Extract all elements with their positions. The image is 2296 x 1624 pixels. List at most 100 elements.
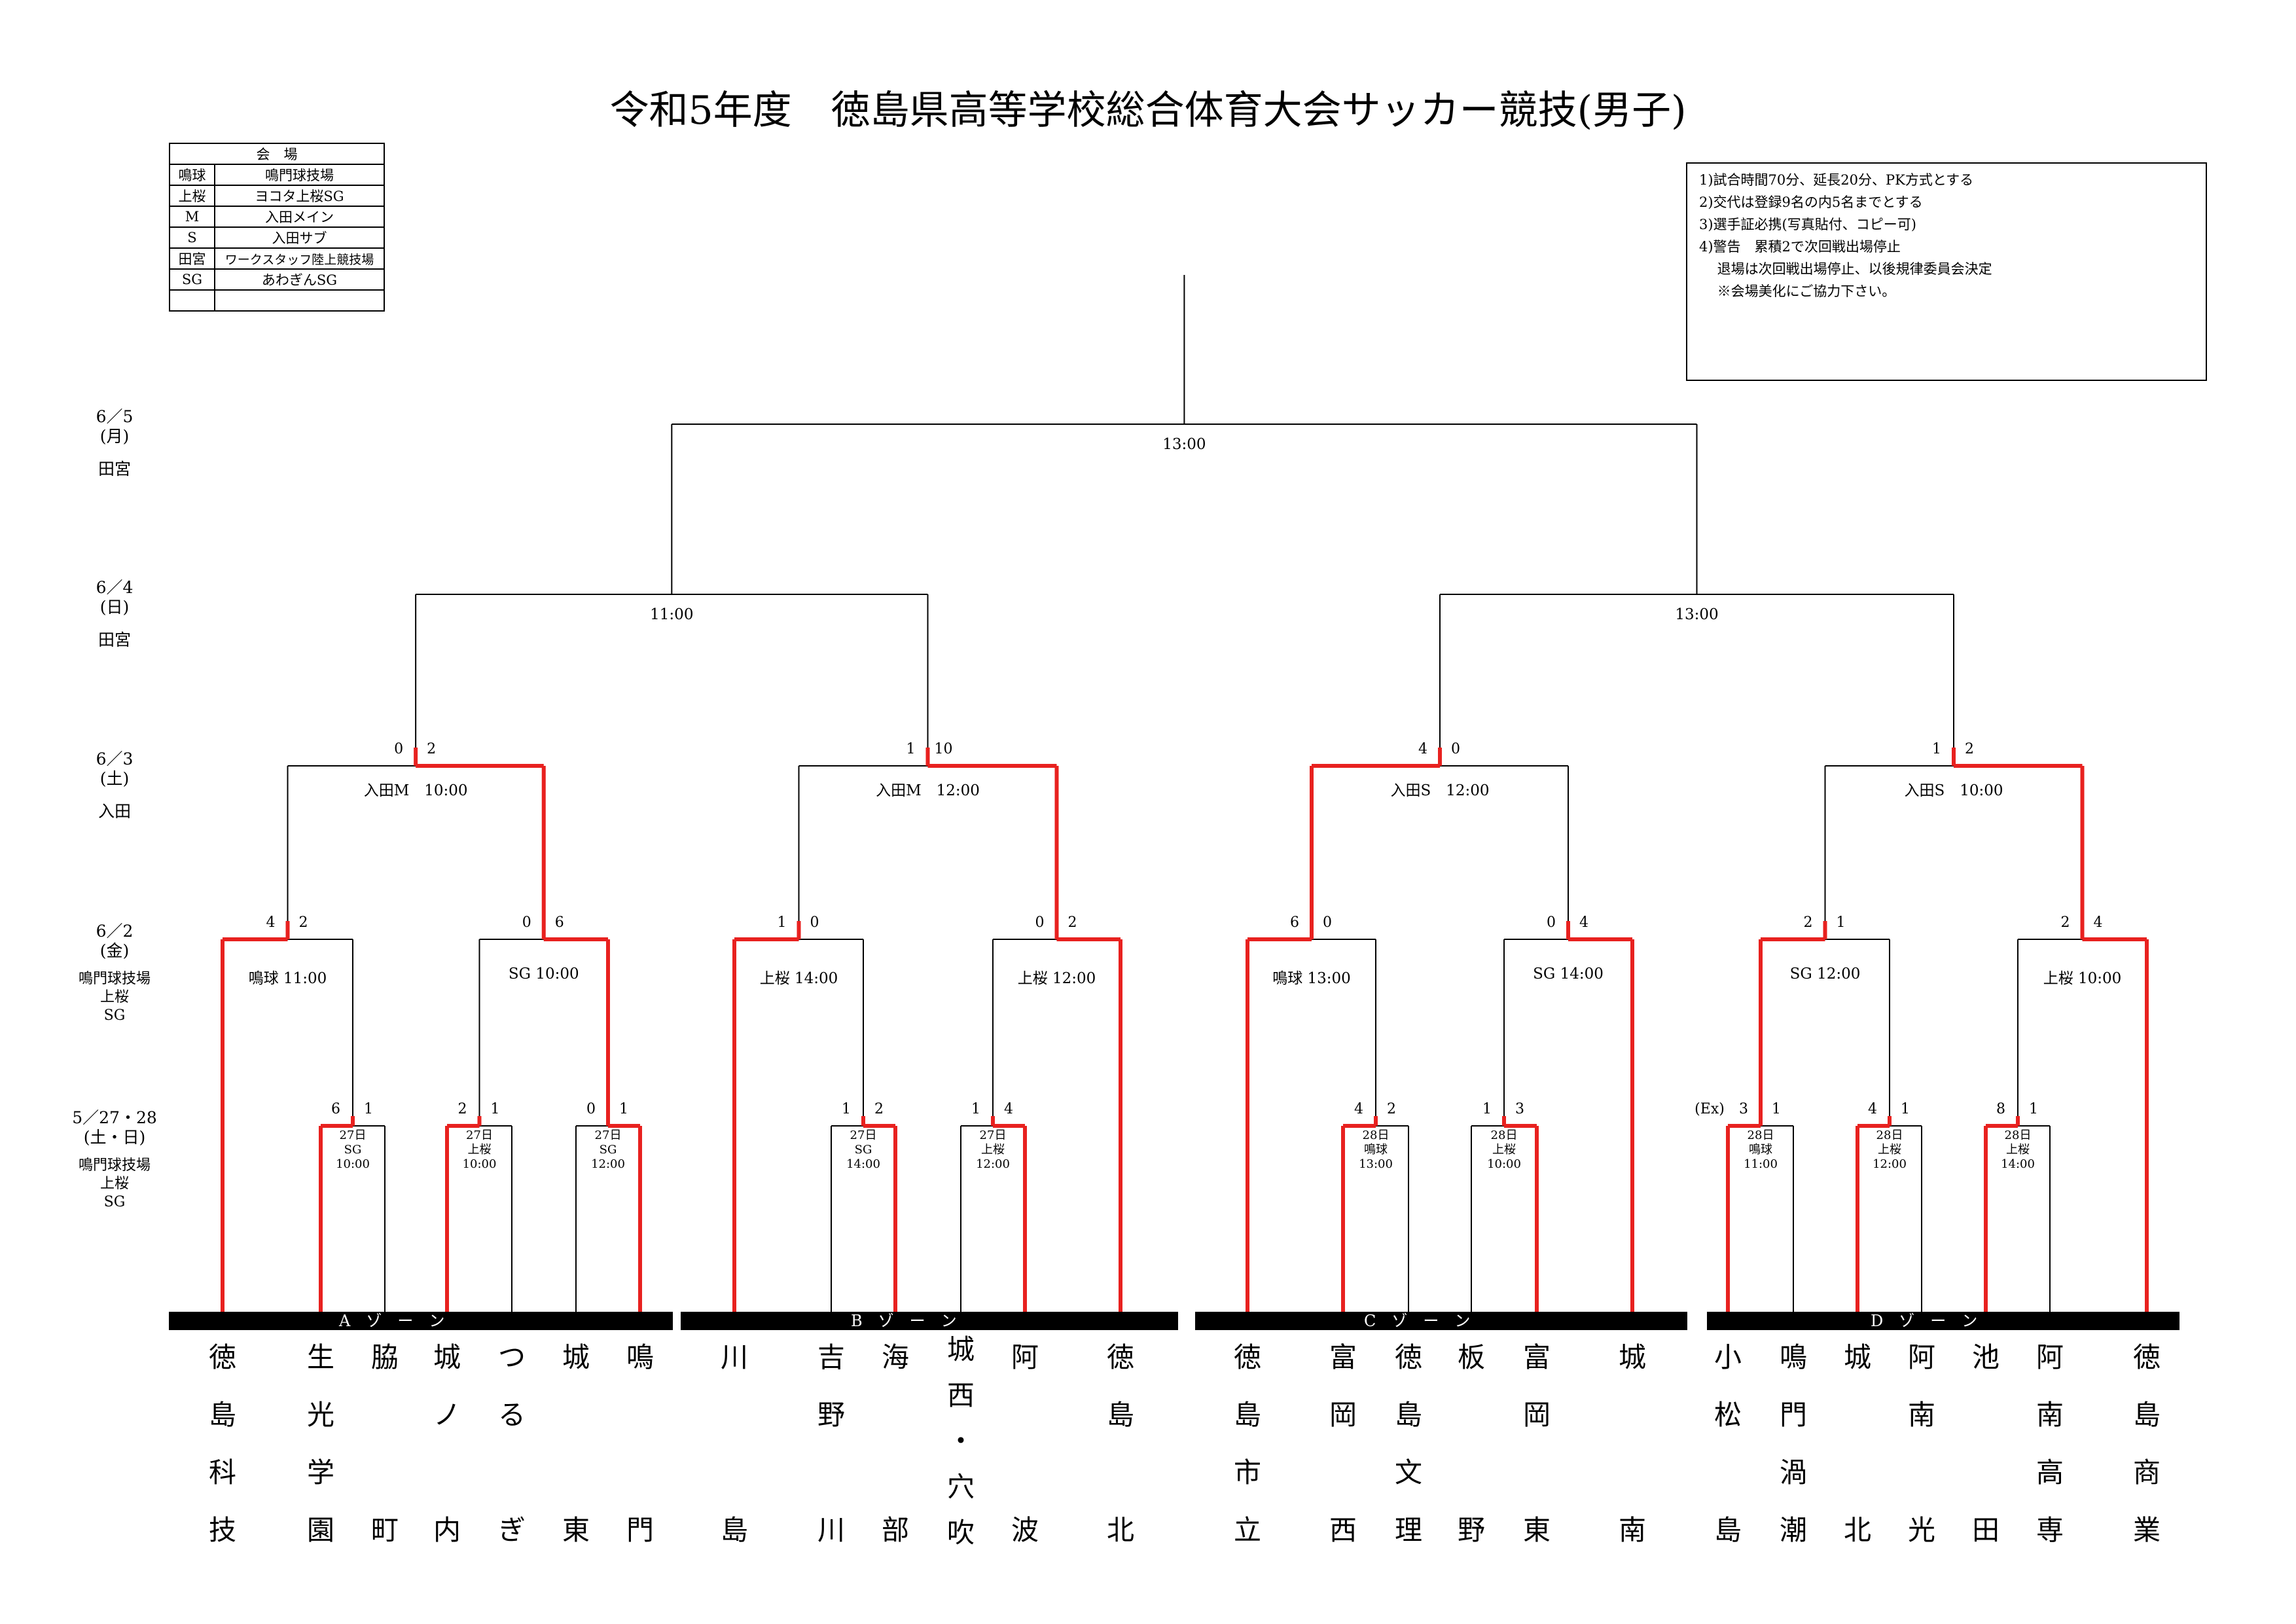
team-name: 阿南高専	[2036, 1341, 2064, 1546]
quarterfinal-match-time: 入田S 10:00	[1904, 782, 2003, 799]
round1-day: 28日	[1747, 1128, 1774, 1142]
team-name: 阿南光	[1907, 1341, 1935, 1546]
round-semifinal-date: 6／4(日) 田宮	[96, 578, 134, 649]
extra-time-note: (Ex)	[1695, 1101, 1725, 1117]
round1-venue: SG	[344, 1143, 362, 1157]
note-line: 退場は次回戦出場停止、以後規律委員会決定	[1699, 261, 1992, 277]
round2-match-time: 鳴球 13:00	[1272, 970, 1351, 987]
score-left: 6	[1290, 914, 1299, 931]
score-left: 2	[2060, 914, 2070, 931]
round1-venue: 上桜	[1492, 1143, 1516, 1157]
team-name: 徳島科技	[208, 1341, 236, 1546]
team-name: 城ノ内	[433, 1341, 461, 1546]
round2-match-time: SG 12:00	[1789, 965, 1861, 983]
score-left: 3	[1739, 1101, 1748, 1117]
score-right: 2	[1067, 914, 1077, 931]
final-match-time: 13:00	[1162, 436, 1206, 453]
round2-date: 6／2(金) 鳴門球技場 上桜 SG	[78, 922, 151, 1024]
round1-day: 27日	[466, 1128, 493, 1142]
score-left: 0	[1547, 914, 1556, 931]
score-right: 0	[1451, 741, 1460, 757]
team-name: 吉野川	[817, 1341, 845, 1546]
score-right: 4	[2093, 914, 2103, 931]
team-name: 川島	[720, 1341, 748, 1546]
score-left: 1	[971, 1101, 980, 1117]
score-left: 8	[1996, 1101, 2005, 1117]
round2-match-time: 鳴球 11:00	[248, 970, 327, 987]
team-name: 徳島北	[1106, 1341, 1134, 1546]
round1-day: 27日	[594, 1128, 622, 1142]
venue-row	[169, 289, 385, 312]
score-right: 6	[554, 914, 564, 931]
score-left: 2	[457, 1101, 467, 1117]
zone-bar-d: D ゾ ー ン	[1707, 1312, 2179, 1330]
team-name: 海部	[881, 1341, 909, 1546]
round1-time: 10:00	[1487, 1157, 1521, 1171]
venue-row: 田宮ワークスタッフ陸上競技場	[169, 247, 385, 270]
quarterfinal-match-time: 入田S 12:00	[1390, 782, 1490, 799]
venue-legend-header: 会 場	[169, 143, 385, 165]
zone-bar-c: C ゾ ー ン	[1195, 1312, 1687, 1330]
score-right: 1	[1772, 1101, 1781, 1117]
team-name: 徳島商業	[2132, 1341, 2161, 1546]
round1-time: 11:00	[1744, 1157, 1778, 1171]
score-left: 4	[1418, 741, 1427, 757]
zone-bar-b: B ゾ ー ン	[681, 1312, 1178, 1330]
round1-venue: 上桜	[1878, 1143, 1901, 1157]
score-right: 2	[427, 741, 437, 757]
round1-venue: SG	[599, 1143, 617, 1157]
score-left: 1	[777, 914, 787, 931]
round1-day: 28日	[2004, 1128, 2032, 1142]
team-name: 阿波	[1011, 1341, 1039, 1546]
team-name: 鳴門	[626, 1341, 654, 1546]
team-name: 鳴門渦潮	[1779, 1341, 1807, 1546]
round1-time: 10:00	[462, 1157, 497, 1171]
quarterfinal-match-time: 入田M 10:00	[363, 782, 468, 799]
score-right: 1	[1901, 1101, 1910, 1117]
round1-venue: 上桜	[467, 1143, 492, 1157]
round1-date: 5／27・28(土・日) 鳴門球技場 上桜 SG	[72, 1108, 157, 1210]
score-right: 3	[1515, 1101, 1524, 1117]
team-name: 生光学園	[306, 1341, 334, 1546]
team-name: 徳島文理	[1394, 1341, 1422, 1546]
round1-day: 27日	[850, 1128, 877, 1142]
score-left: 0	[586, 1101, 596, 1117]
round1-time: 13:00	[1359, 1157, 1393, 1171]
note-line: ※会場美化にご協力下さい。	[1699, 283, 1896, 299]
score-right: 1	[619, 1101, 628, 1117]
round1-day: 27日	[979, 1128, 1007, 1142]
score-left: 2	[1803, 914, 1813, 931]
score-left: 1	[1932, 741, 1941, 757]
score-right: 4	[1004, 1101, 1013, 1117]
semifinal-match-time: 13:00	[1675, 606, 1719, 623]
round-quarterfinal-date: 6／3(土) 入田	[96, 749, 134, 821]
round1-venue: 上桜	[981, 1143, 1005, 1157]
team-name: 小松島	[1713, 1341, 1742, 1546]
round2-match-time: SG 14:00	[1533, 965, 1604, 983]
round1-time: 12:00	[591, 1157, 625, 1171]
round1-time: 14:00	[846, 1157, 880, 1171]
score-left: 0	[522, 914, 531, 931]
round1-time: 10:00	[336, 1157, 370, 1171]
score-right: 0	[810, 914, 819, 931]
score-right: 2	[298, 914, 308, 931]
team-name: 城北	[1843, 1341, 1871, 1546]
score-left: 4	[1868, 1101, 1877, 1117]
team-name: 城南	[1618, 1341, 1646, 1546]
note-line: 2)交代は登録9名の内5名までとする	[1699, 194, 1923, 210]
rules-notes-box: 1)試合時間70分、延長20分、PK方式とする 2)交代は登録9名の内5名までと…	[1686, 162, 2207, 381]
score-right: 2	[1387, 1101, 1396, 1117]
team-name: 板野	[1457, 1341, 1485, 1546]
